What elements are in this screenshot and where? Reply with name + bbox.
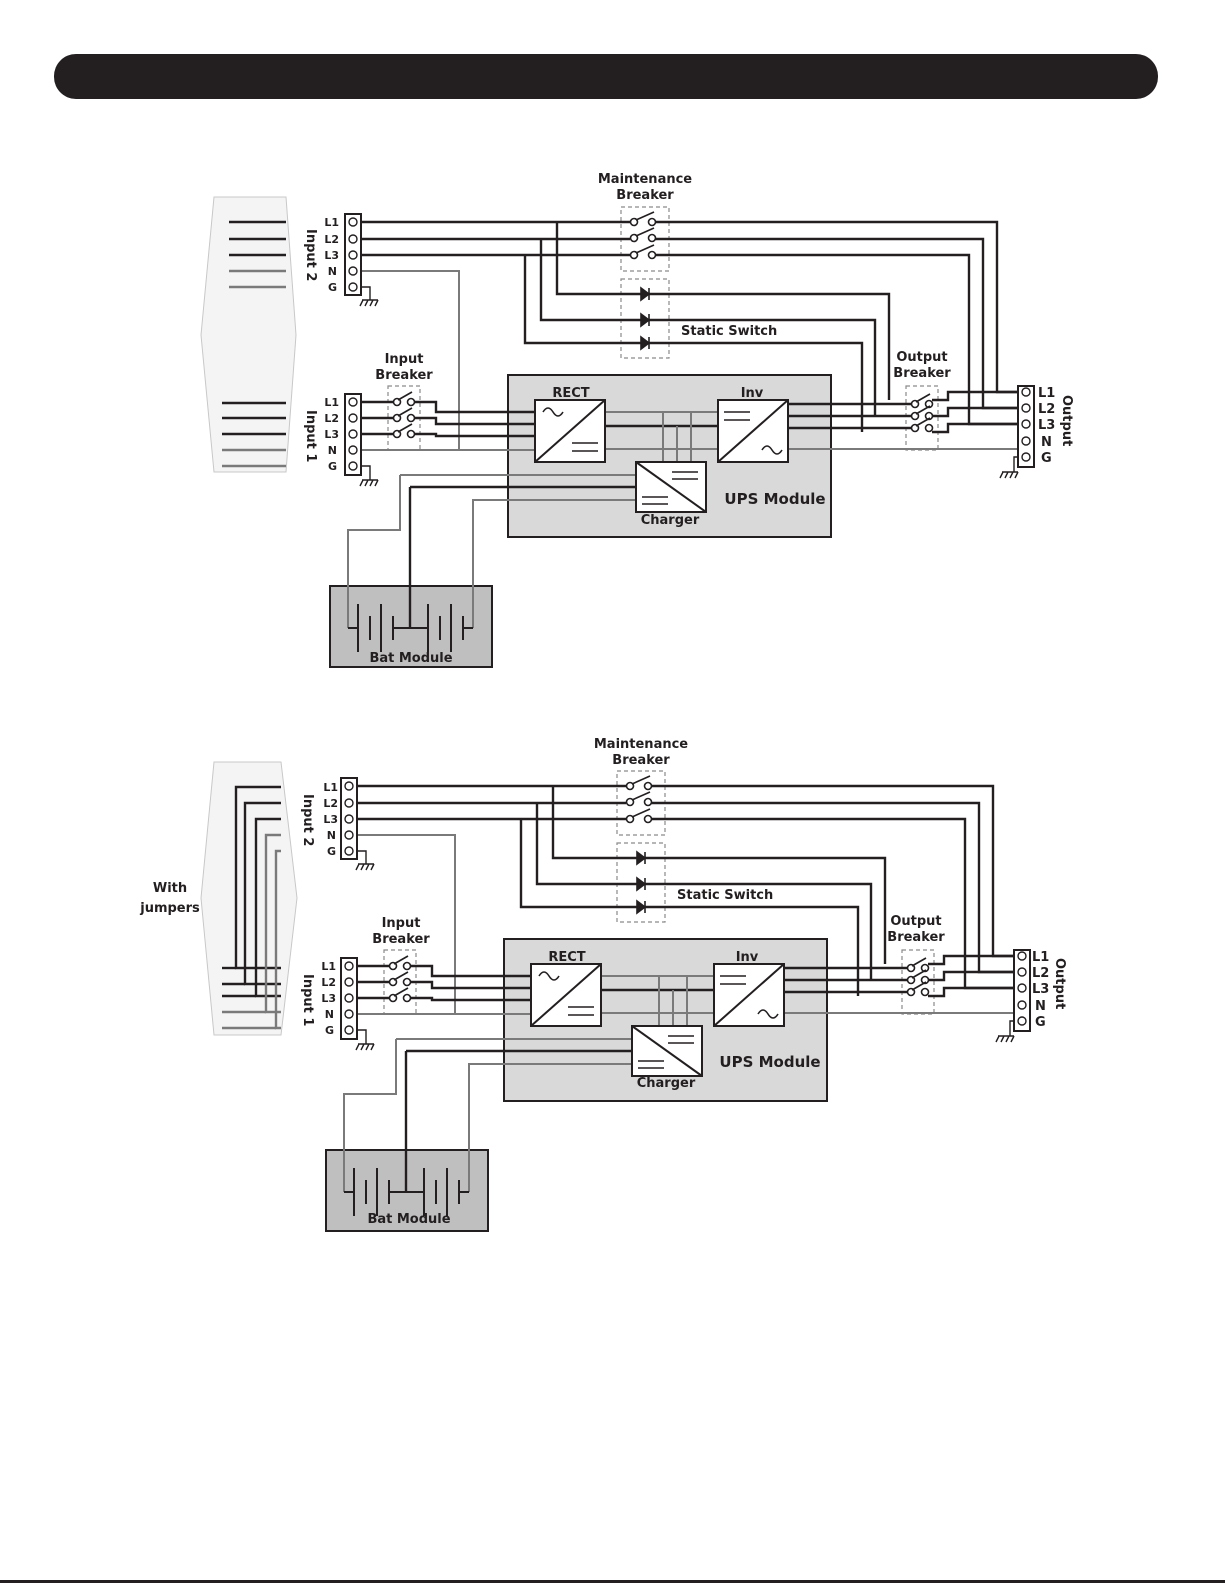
terminal-label: N <box>327 829 336 842</box>
output-breaker-label-2: Breaker <box>893 366 951 381</box>
input2-label: Input 2 <box>303 229 318 281</box>
charger-label: Charger <box>641 513 700 528</box>
terminal-label: L3 <box>324 428 339 441</box>
input1-label: Input 1 <box>303 410 318 462</box>
output-label: Output <box>1059 395 1074 446</box>
output-terminal-label: N <box>1035 999 1046 1014</box>
terminal-label: G <box>328 460 337 473</box>
output-breaker-label-1: Output <box>896 350 947 365</box>
footer-rule <box>0 1580 1225 1583</box>
input1-label: Input 1 <box>300 974 315 1026</box>
terminal-label: G <box>328 281 337 294</box>
maintenance-label-2: Breaker <box>616 188 674 203</box>
output-terminal-label: N <box>1041 435 1052 450</box>
output-label: Output <box>1052 958 1067 1009</box>
output-terminal-label: L2 <box>1032 966 1049 981</box>
input-breaker-label-2: Breaker <box>372 932 430 947</box>
rect-label: RECT <box>548 950 585 965</box>
charger-label: Charger <box>637 1076 696 1091</box>
header-bar <box>54 54 1158 99</box>
terminal-label: L3 <box>323 813 338 826</box>
output-terminal-label: L2 <box>1038 402 1055 417</box>
bat-module-label: Bat Module <box>369 651 452 666</box>
maintenance-label-1: Maintenance <box>594 737 688 752</box>
ups-module-label: UPS Module <box>719 1053 820 1071</box>
terminal-label: L1 <box>324 216 339 229</box>
terminal-label: N <box>328 444 337 457</box>
terminal-label: N <box>325 1008 334 1021</box>
input2-label: Input 2 <box>300 794 315 846</box>
output-terminal-label: G <box>1041 451 1052 466</box>
terminal-label: G <box>325 1024 334 1037</box>
input-breaker-label-1: Input <box>385 352 424 367</box>
output-terminal-label: L3 <box>1032 982 1049 997</box>
jumper-wires <box>222 785 281 1030</box>
panel-wire-stubs <box>222 220 286 468</box>
rect-label: RECT <box>552 386 589 401</box>
output-terminal-label: L1 <box>1032 950 1049 965</box>
terminal-label: L2 <box>321 976 336 989</box>
terminal-label: L3 <box>324 249 339 262</box>
input-breaker-label-2: Breaker <box>375 368 433 383</box>
terminal-label: L2 <box>323 797 338 810</box>
jumpers-note-line2: jumpers <box>139 901 200 916</box>
cabinet-panel <box>200 761 298 1036</box>
bat-module-label: Bat Module <box>367 1212 450 1227</box>
inv-label: Inv <box>736 950 759 965</box>
maintenance-label-1: Maintenance <box>598 172 692 187</box>
output-terminal-label: L3 <box>1038 418 1055 433</box>
output-terminal-label: G <box>1035 1015 1046 1030</box>
input-breaker-label-1: Input <box>382 916 421 931</box>
terminal-label: L1 <box>324 396 339 409</box>
output-breaker-label-2: Breaker <box>887 930 945 945</box>
terminal-label: L1 <box>323 781 338 794</box>
inv-label: Inv <box>741 386 764 401</box>
diagram-bottom: Maintenance Breaker Static Switch Input … <box>139 737 1067 1233</box>
static-switch-label: Static Switch <box>677 888 773 903</box>
ups-module-label: UPS Module <box>724 490 825 508</box>
terminal-label: L1 <box>321 960 336 973</box>
terminal-label: N <box>328 265 337 278</box>
jumpers-note-line1: With <box>153 881 187 896</box>
terminal-label: L3 <box>321 992 336 1005</box>
maintenance-label-2: Breaker <box>612 753 670 768</box>
terminal-label: L2 <box>324 412 339 425</box>
output-terminal-label: L1 <box>1038 386 1055 401</box>
terminal-label: G <box>327 845 336 858</box>
diagram-top: Maintenance Breaker Static Switch Input … <box>200 172 1074 669</box>
static-switch-label: Static Switch <box>681 324 777 339</box>
output-breaker-label-1: Output <box>890 914 941 929</box>
terminal-label: L2 <box>324 233 339 246</box>
